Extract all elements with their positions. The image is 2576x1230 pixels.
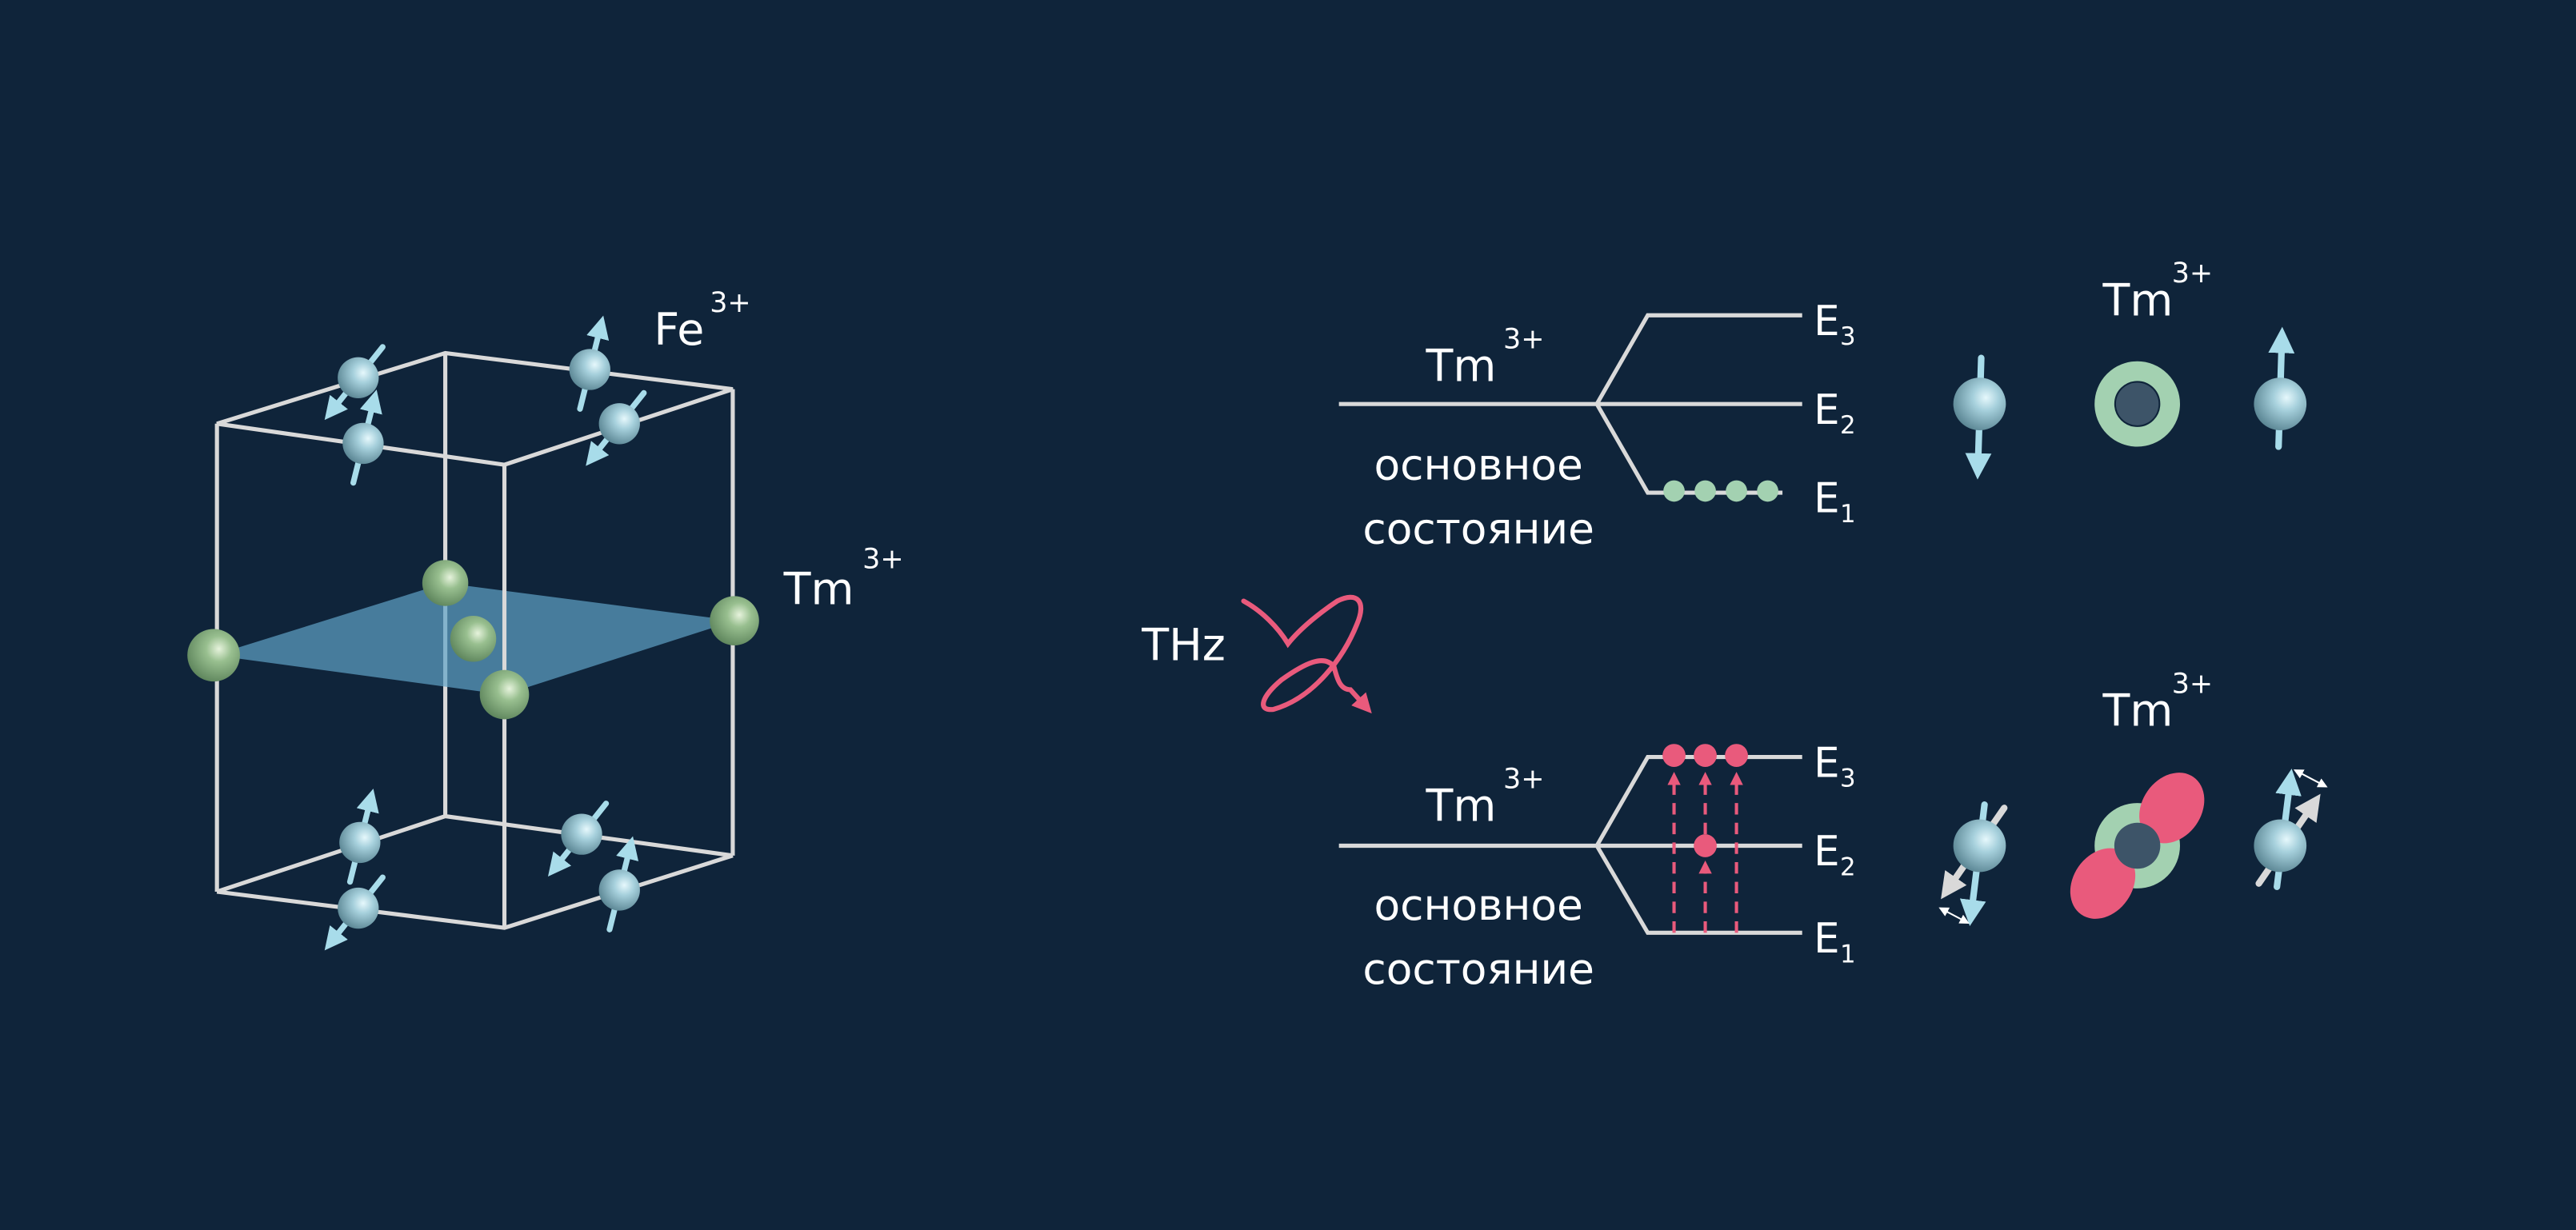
excited-ion-charge: 3+ (1503, 764, 1544, 796)
svg-text:E: E (1814, 298, 1839, 345)
ground-fe-spin-down (1953, 354, 2006, 480)
thz-label: THz (1141, 620, 1226, 671)
tm-charge: 3+ (862, 543, 903, 575)
excited-right-label: Tm (2102, 686, 2173, 737)
tm-atom (422, 560, 469, 606)
excited-ion-label: Tm (1425, 781, 1496, 833)
fe-sphere (598, 403, 640, 445)
ground-ion-label: Tm (1425, 341, 1496, 392)
ground-caption-2: состояние (1362, 504, 1594, 554)
ground-fe-spin-up (2254, 326, 2307, 450)
svg-text:E: E (1814, 915, 1839, 963)
tm-atom (187, 629, 240, 682)
tm-atom (710, 596, 759, 645)
excited-population-dots (1662, 744, 1748, 857)
fe-atom (586, 389, 647, 466)
fe-atom (324, 344, 386, 421)
svg-text:E: E (1814, 739, 1839, 787)
fe-atom (598, 836, 640, 932)
fe-sphere (338, 357, 379, 398)
svg-text:2: 2 (1840, 411, 1856, 440)
fe-sphere (338, 887, 379, 929)
svg-text:1: 1 (1840, 940, 1856, 968)
fe-label: Fe (654, 305, 704, 356)
fe-atoms (324, 315, 647, 951)
ground-right-charge: 3+ (2172, 258, 2213, 290)
fe-charge: 3+ (710, 287, 750, 319)
svg-text:E: E (1814, 475, 1839, 523)
thz-pulse-icon (1241, 594, 1372, 714)
tm-atom (479, 669, 530, 720)
fe-atom (342, 389, 384, 486)
excited-caption-2: состояние (1362, 944, 1594, 994)
fe-sphere (569, 349, 610, 390)
svg-text:3: 3 (1840, 765, 1856, 793)
excitation-transitions (1667, 772, 1743, 933)
excited-right-charge: 3+ (2172, 669, 2213, 701)
excited-state-levels (1338, 755, 1802, 935)
ground-population-dots (1663, 480, 1778, 502)
ground-tm-orbital (2094, 361, 2180, 447)
fe-atom (569, 315, 610, 412)
tm-atom (450, 616, 497, 662)
cell-top-face (216, 350, 734, 467)
tm-atoms (187, 560, 759, 720)
fe-atom (339, 789, 381, 885)
ground-right-label: Tm (2102, 275, 2173, 326)
excited-fe-spin-precessing-up (2254, 769, 2328, 890)
ground-caption-1: основное (1374, 440, 1582, 490)
fe-atom (324, 874, 386, 951)
ground-ion-charge: 3+ (1503, 323, 1544, 355)
fe-atom (547, 801, 610, 877)
fe-sphere (561, 813, 602, 855)
excited-fe-spin-precessing-down (1938, 801, 2008, 927)
fe-sphere (342, 422, 384, 465)
svg-text:2: 2 (1840, 853, 1856, 881)
excited-caption-1: основное (1374, 880, 1582, 930)
svg-text:E: E (1814, 828, 1839, 876)
excited-tm-orbital (2070, 773, 2205, 919)
fe-sphere (598, 869, 640, 911)
tm-label: Tm (783, 565, 854, 616)
svg-text:3: 3 (1840, 322, 1856, 351)
svg-text:1: 1 (1840, 500, 1856, 529)
svg-text:E: E (1814, 386, 1839, 434)
fe-sphere (339, 821, 381, 864)
